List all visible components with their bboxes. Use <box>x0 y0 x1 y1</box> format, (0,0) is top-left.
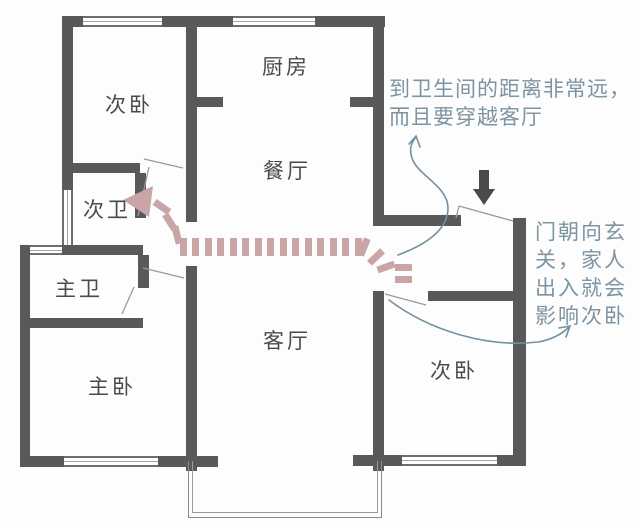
room-label-master-bedroom: 主卧 <box>88 376 136 399</box>
walk-path <box>123 186 412 283</box>
wall-top-exterior <box>62 16 385 27</box>
annotation-door-facing-line4: 影响次卧 <box>535 305 627 328</box>
room-label-living: 客厅 <box>263 330 311 353</box>
balcony-outline-inner <box>192 461 378 513</box>
room-label-dining: 餐厅 <box>263 160 311 183</box>
window-master-bath <box>28 245 62 255</box>
door-bedroom-top-left <box>143 158 184 169</box>
annotation-arrow-bedroom <box>388 299 570 344</box>
balcony-outline-outer <box>188 461 382 518</box>
annotation-arrow-bathroom <box>397 136 449 256</box>
annotation-door-facing-line1: 门朝向玄 <box>535 221 627 244</box>
wall-center-upper <box>186 16 197 222</box>
door-master-bath <box>121 286 135 315</box>
wall-center-lower <box>186 266 197 471</box>
annotation-arrows <box>388 134 572 344</box>
wall-entry-bottom <box>373 215 461 226</box>
wall-kitchen-right-exterior <box>373 16 384 226</box>
wall-second-bath-bottom <box>20 245 143 255</box>
annotation-door-facing-line2: 关，家人 <box>535 249 627 272</box>
wall-master-bath-right <box>138 255 149 288</box>
door-bedroom-right <box>384 293 427 306</box>
window-kitchen <box>233 16 315 27</box>
room-label-kitchen: 厨房 <box>262 56 310 79</box>
annotation-bathroom-distance-line1: 到卫生间的距离非常远， <box>389 78 631 101</box>
wall-right-exterior <box>513 218 526 465</box>
wall-left-upper <box>62 16 73 190</box>
wall-bedroom-right-top <box>428 291 513 301</box>
annotation-door-facing-line3: 出入就会 <box>535 277 627 300</box>
room-label-second-bath: 次卫 <box>83 199 131 222</box>
annotation-arrow-bedroom-head <box>558 324 572 338</box>
annotation-bathroom-distance-line2: 而且要穿越客厅 <box>389 106 543 129</box>
annotation-door-facing: 门朝向玄 关，家人 出入就会 影响次卧 <box>535 219 627 331</box>
wall-bedroom-tl-bottom <box>62 163 140 173</box>
walk-path-arrowhead <box>123 186 153 217</box>
window-bedroom-right <box>402 455 497 466</box>
wall-bottom-right-exterior <box>353 455 402 466</box>
window-master-bedroom <box>64 456 158 467</box>
wall-bottom-right-corner <box>497 455 526 466</box>
door-entry-jamb <box>455 205 460 219</box>
room-label-master-bath: 主卫 <box>55 278 103 301</box>
wall-left-lower <box>20 245 30 467</box>
door-entry <box>458 205 514 222</box>
room-label-bedroom-top-left: 次卧 <box>105 94 153 117</box>
entry-direction-arrow-icon <box>473 170 495 205</box>
wall-master-bath-bottom <box>20 318 143 328</box>
annotation-arrow-bathroom-head <box>408 134 421 148</box>
room-label-bedroom-right: 次卧 <box>430 360 478 383</box>
wall-kitchen-stub-right <box>350 97 384 107</box>
window-second-bath-left <box>62 190 73 245</box>
wall-kitchen-stub-left <box>197 97 223 107</box>
door-lines <box>121 158 514 315</box>
wall-bedroom-right-left <box>373 291 384 471</box>
window-bedroom-top-left <box>83 16 162 27</box>
door-master-bedroom <box>142 267 185 279</box>
annotation-bathroom-distance: 到卫生间的距离非常远， 而且要穿越客厅 <box>389 76 631 132</box>
